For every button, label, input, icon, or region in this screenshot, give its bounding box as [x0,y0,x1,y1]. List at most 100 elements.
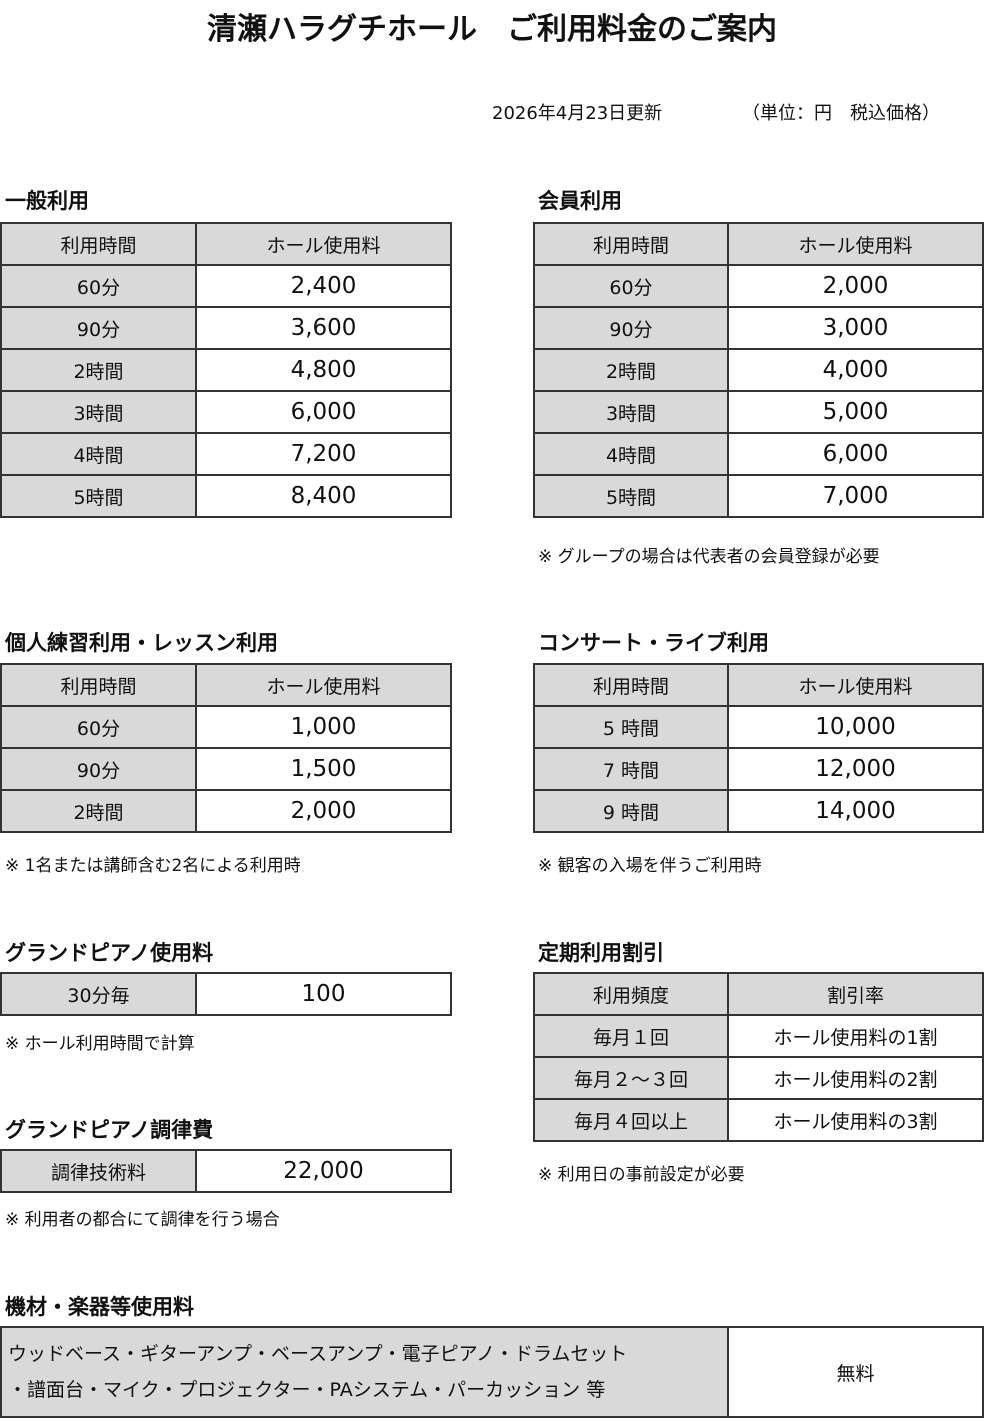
equipment-heading: 機材・楽器等使用料 [5,1295,194,1319]
row-value: 12,000 [727,747,984,791]
row-value: 2,000 [195,789,452,833]
tuning-note: ※ 利用者の都合にて調律を行う場合 [5,1210,280,1230]
row-value: 3,000 [727,306,984,350]
row-label: 30分毎 [0,972,197,1016]
equipment-line-2: ・譜面台・マイク・プロジェクター・PAシステム・パーカッション 等 [8,1379,606,1401]
column-header: 利用時間 [0,663,197,707]
concert-note: ※ 観客の入場を伴うご利用時 [538,856,762,876]
table-row: 毎月１回ホール使用料の1割 [533,1014,984,1058]
row-value: 2,400 [195,264,452,308]
personal-heading: 個人練習利用・レッスン利用 [5,631,278,655]
row-label: 2時間 [0,348,197,392]
row-value: 14,000 [727,789,984,833]
column-header: ホール使用料 [195,663,452,707]
row-label: 60分 [533,264,729,308]
row-label: 3時間 [533,390,729,434]
row-label: 4時間 [533,432,729,476]
column-header: 利用時間 [0,222,197,266]
row-label: 毎月１回 [533,1014,729,1058]
row-value: 1,000 [195,705,452,749]
equipment-list: ウッドベース・ギターアンプ・ベースアンプ・電子ピアノ・ドラムセット ・譜面台・マ… [0,1326,729,1418]
general-heading: 一般利用 [5,189,89,213]
regular-heading: 定期利用割引 [538,941,664,965]
table-header-row: 利用頻度割引率 [533,972,984,1016]
unit-note: （単位：円 税込価格） [742,103,940,124]
row-value: 5,000 [727,390,984,434]
row-value: 6,000 [727,432,984,476]
row-value: 4,000 [727,348,984,392]
row-label: 9 時間 [533,789,729,833]
tuning-heading: グランドピアノ調律費 [5,1118,214,1142]
row-value: ホール使用料の3割 [727,1098,984,1142]
row-label: 毎月２〜３回 [533,1056,729,1100]
row-label: 5時間 [533,474,729,518]
regular-table: 利用頻度割引率毎月１回ホール使用料の1割毎月２〜３回ホール使用料の2割毎月４回以… [533,972,984,1142]
member-heading: 会員利用 [538,189,622,213]
row-label: 4時間 [0,432,197,476]
row-value: 100 [195,972,452,1016]
regular-note: ※ 利用日の事前設定が必要 [538,1165,745,1185]
row-value: ホール使用料の1割 [727,1014,984,1058]
column-header: 利用時間 [533,222,729,266]
row-value: 2,000 [727,264,984,308]
row-value: 22,000 [195,1149,452,1193]
row-label: 7 時間 [533,747,729,791]
row-value: 10,000 [727,705,984,749]
member-note: ※ グループの場合は代表者の会員登録が必要 [538,547,880,567]
concert-heading: コンサート・ライブ利用 [538,631,769,655]
piano-heading: グランドピアノ使用料 [5,941,214,965]
personal-note: ※ 1名または講師含む2名による利用時 [5,856,301,876]
column-header: 利用時間 [533,663,729,707]
column-header: 利用頻度 [533,972,729,1016]
row-label: 90分 [0,306,197,350]
equipment-line-1: ウッドベース・ギターアンプ・ベースアンプ・電子ピアノ・ドラムセット [8,1343,628,1365]
table-header-row: 利用時間ホール使用料 [533,663,984,707]
row-label: 60分 [0,705,197,749]
row-label: 5 時間 [533,705,729,749]
row-value: 6,000 [195,390,452,434]
equipment-table: ウッドベース・ギターアンプ・ベースアンプ・電子ピアノ・ドラムセット ・譜面台・マ… [0,1326,984,1418]
row-label: 2時間 [533,348,729,392]
row-label: 60分 [0,264,197,308]
row-value: 3,600 [195,306,452,350]
row-value: 7,200 [195,432,452,476]
row-label: 2時間 [0,789,197,833]
column-header: ホール使用料 [195,222,452,266]
row-value: 1,500 [195,747,452,791]
column-header: ホール使用料 [727,663,984,707]
table-row: 毎月４回以上ホール使用料の3割 [533,1098,984,1142]
row-label: 毎月４回以上 [533,1098,729,1142]
table-header-row: 利用時間ホール使用料 [533,222,984,266]
row-label: 90分 [533,306,729,350]
row-label: 5時間 [0,474,197,518]
equipment-price: 無料 [727,1326,984,1418]
row-value: 8,400 [195,474,452,518]
row-label: 3時間 [0,390,197,434]
row-value: 7,000 [727,474,984,518]
row-value: ホール使用料の2割 [727,1056,984,1100]
table-header-row: 利用時間ホール使用料 [0,663,452,707]
row-value: 4,800 [195,348,452,392]
row-label: 90分 [0,747,197,791]
